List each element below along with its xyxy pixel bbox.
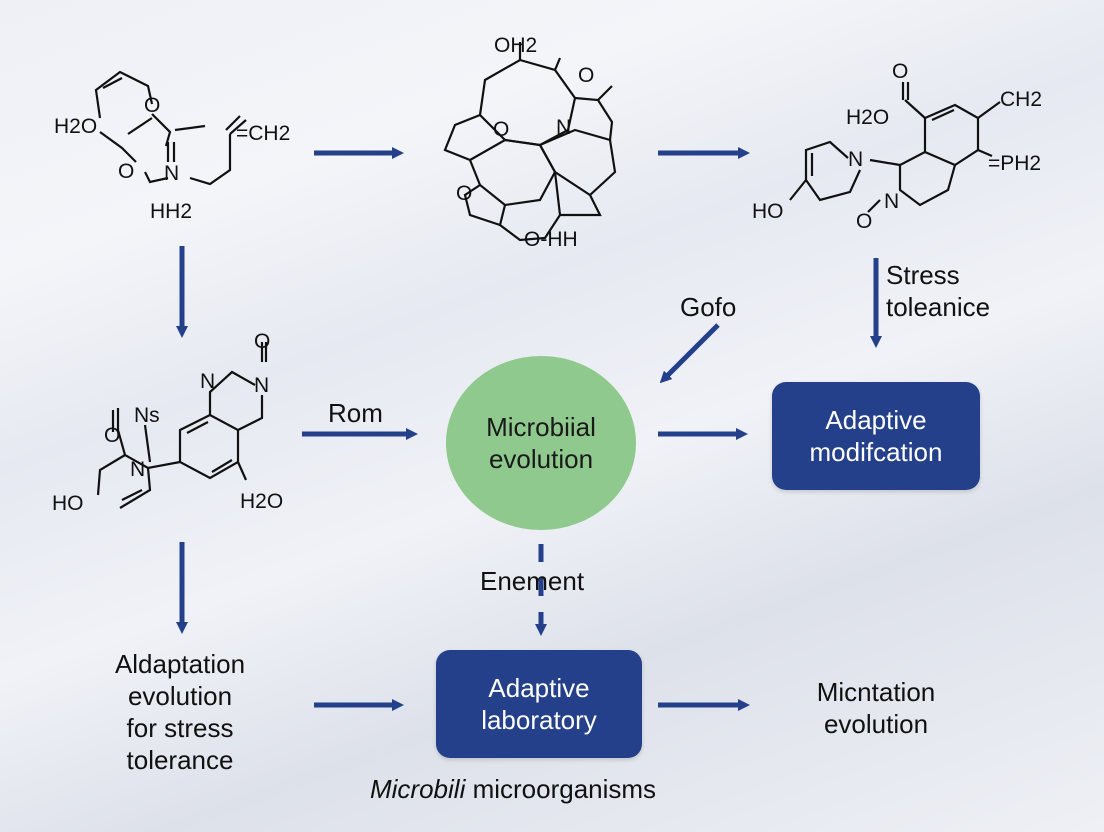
mol4-label-2: Ns [134,404,160,427]
molecule-3-labels: O H2O CH2 =PH2 N N HO O [752,60,1042,233]
edge-label-gofo: Gofo [680,292,737,322]
node-adaptive-modification-line2: modifcation [809,437,943,467]
caption: Microbili microorganisms [370,774,656,805]
node-adaptive-laboratory-line1: Adaptive [488,673,590,703]
mol4-label-4: N [130,458,145,481]
molecule-2-labels: OH2 O N O O O-HH [456,34,594,251]
node-microbial-evolution: Microbiial evolution [446,356,636,530]
mol1-label-2: O [118,160,134,183]
mol3-label-0: O [892,60,908,83]
molecule-4-labels: O N Ns O N HO H2O N [52,330,283,515]
caption-normal: microorganisms [465,774,657,804]
mol1-label-5: =CH2 [236,122,290,145]
mol2-label-1: O [493,118,509,141]
node-mutation-evolution-line1: Micntation [816,677,936,707]
node-adaptive-laboratory: Adaptive laboratory [436,650,642,758]
molecule-1 [94,70,247,186]
mol3-label-2: CH2 [1000,88,1042,111]
mol1-label-4: HH2 [150,200,192,223]
arrow-gofo-to-circle [659,323,720,384]
mol3-label-4: N [848,148,863,171]
node-adaptation-line3: for stress [126,713,234,743]
node-adaptive-modification: Adaptive modifcation [772,382,980,490]
node-microbial-evolution-line2: evolution [488,444,594,474]
mol4-label-7: N [200,370,215,393]
node-microbial-evolution-line1: Microbiial [486,412,596,442]
molecule-1-labels: H2O O O N HH2 =CH2 [54,94,290,223]
caption-italic: Microbili [370,774,466,804]
node-adaptive-modification-line1: Adaptive [825,405,927,435]
molecule-4 [96,342,268,509]
edge-label-rom: Rom [328,398,383,428]
mol1-label-3: N [164,162,179,185]
mol2-label-2: N [556,116,571,139]
edge-label-stress-line2: toleanice [886,292,991,322]
mol3-label-3: =PH2 [988,152,1041,175]
node-adaptive-laboratory-line2: laboratory [481,705,597,735]
mol3-label-6: HO [752,200,784,223]
node-adaptation-evolution: Aldaptation evolution for stress toleran… [80,648,280,776]
mol2-label-5: O-HH [524,228,578,251]
mol1-label-1: O [144,94,160,117]
mol2-label-4: O [456,182,472,205]
node-mutation-evolution-line2: evolution [823,709,929,739]
mol4-label-1: N [254,374,269,397]
node-mutation-evolution: Micntation evolution [776,676,976,740]
mol4-label-3: O [104,424,120,447]
node-adaptation-line4: tolerance [126,745,234,775]
mol4-label-6: H2O [240,490,283,513]
edge-label-enement: Enement [480,566,585,596]
mol4-label-0: O [254,330,270,353]
molecule-3 [789,82,1001,213]
molecule-2 [443,42,617,242]
node-adaptation-line2: evolution [127,681,233,711]
mol1-label-0: H2O [54,115,97,138]
mol3-label-7: O [856,210,872,233]
mol2-label-3: O [578,64,594,87]
edge-label-stress-line1: Stress [886,260,960,290]
mol3-label-1: H2O [846,106,889,129]
node-adaptation-line1: Aldaptation [114,649,246,679]
mol3-label-5: N [884,190,899,213]
mol2-label-0: OH2 [494,34,537,57]
mol4-label-5: HO [52,492,84,515]
